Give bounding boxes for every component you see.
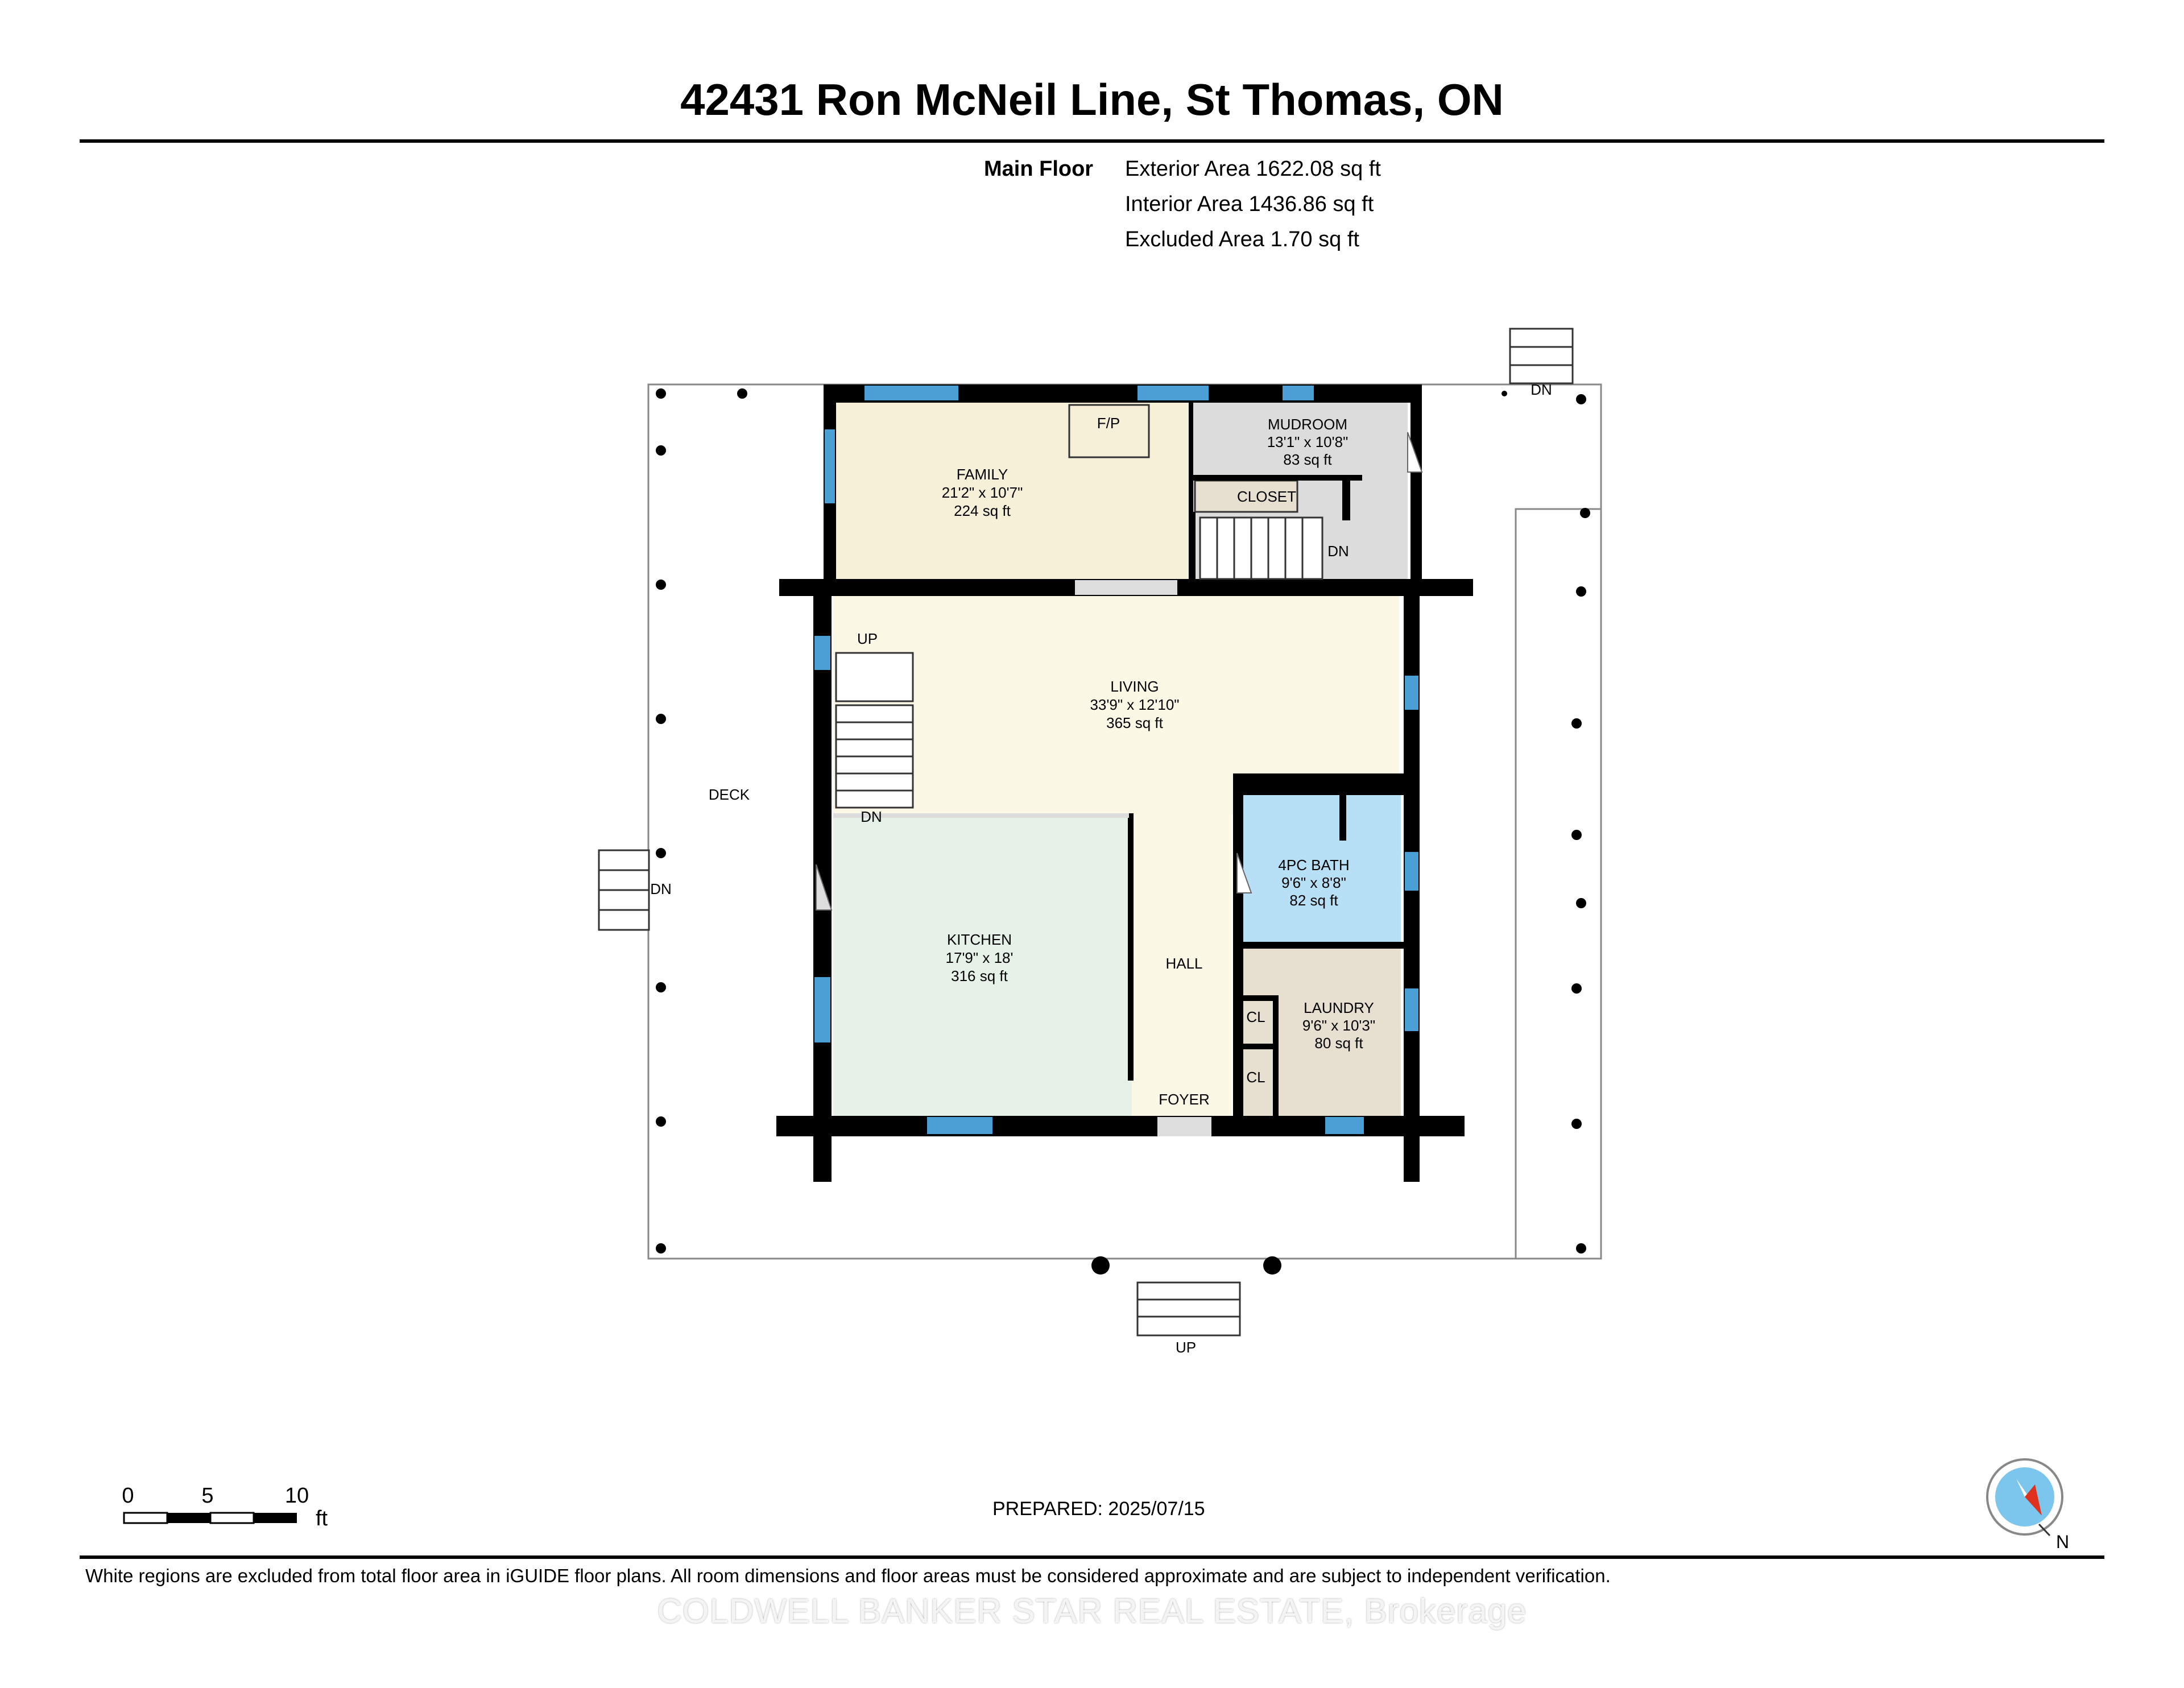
windows <box>814 386 1418 1134</box>
brokerage-watermark: COLDWELL BANKER STAR REAL ESTATE, Broker… <box>657 1592 1527 1630</box>
family-dims: 21'2" x 10'7" <box>942 484 1023 501</box>
kitchen <box>833 814 1132 1116</box>
page-title: 42431 Ron McNeil Line, St Thomas, ON <box>680 75 1504 125</box>
excluded-area: Excluded Area 1.70 sq ft <box>1125 227 1359 251</box>
kitchen-dims: 17'9" x 18' <box>946 949 1014 966</box>
compass-icon: N <box>1986 1458 2069 1552</box>
cl2-name: CL <box>1246 1069 1265 1086</box>
foyer-name: FOYER <box>1159 1091 1210 1108</box>
scale-5: 5 <box>201 1484 213 1508</box>
scale-unit: ft <box>316 1507 328 1530</box>
closet-name: CLOSET <box>1237 488 1296 505</box>
family-area: 224 sq ft <box>954 502 1011 519</box>
interior-area: Interior Area 1436.86 sq ft <box>1125 192 1374 216</box>
bath-dims: 9'6" x 8'8" <box>1281 874 1346 891</box>
disclaimer: White regions are excluded from total fl… <box>85 1565 1611 1586</box>
exterior-area: Exterior Area 1622.08 sq ft <box>1125 157 1381 181</box>
floor-label: Main Floor <box>984 157 1094 181</box>
mudroom-area: 83 sq ft <box>1283 451 1332 468</box>
fireplace <box>1068 404 1150 458</box>
prepared-date: PREPARED: 2025/07/15 <box>992 1498 1205 1520</box>
deck-north-dn-label: DN <box>1531 381 1552 398</box>
footer-divider <box>80 1555 2104 1559</box>
room-labels: FAMILY 21'2" x 10'7" 224 sq ft MUDROOM 1… <box>650 381 1552 1356</box>
scale-0: 0 <box>122 1484 134 1508</box>
hall-name: HALL <box>1165 955 1202 972</box>
closet <box>1194 479 1298 513</box>
deck-name: DECK <box>709 786 750 803</box>
hall <box>1132 814 1231 1116</box>
bath <box>1243 795 1401 942</box>
living-area: 365 sq ft <box>1106 714 1164 731</box>
scale-10: 10 <box>285 1484 309 1508</box>
doors <box>816 432 1423 1136</box>
mudroom-dims: 13'1" x 10'8" <box>1267 433 1349 450</box>
living-name: LIVING <box>1110 678 1159 695</box>
stairs <box>598 328 1574 1337</box>
laundry-area: 80 sq ft <box>1314 1035 1363 1052</box>
stair-dn-label: DN <box>861 808 882 825</box>
bath-name: 4PC BATH <box>1278 857 1349 874</box>
front-up-label: UP <box>1176 1339 1196 1356</box>
stair-up-label: UP <box>857 630 878 647</box>
family-name: FAMILY <box>957 466 1008 483</box>
kitchen-name: KITCHEN <box>947 931 1012 948</box>
mudroom-stair-dn-label: DN <box>1327 543 1349 560</box>
kitchen-area: 316 sq ft <box>951 967 1008 984</box>
fireplace-name: F/P <box>1097 415 1120 432</box>
mudroom-name: MUDROOM <box>1268 416 1347 433</box>
laundry-dims: 9'6" x 10'3" <box>1302 1017 1375 1034</box>
living-dims: 33'9" x 12'10" <box>1090 696 1179 713</box>
laundry-name: LAUNDRY <box>1304 999 1374 1016</box>
header-divider <box>80 139 2104 143</box>
deck-west-dn-label: DN <box>650 880 672 897</box>
scale-bar: 0 5 10 ft <box>122 1484 328 1530</box>
laundry <box>1243 949 1401 1116</box>
bath-area: 82 sq ft <box>1289 892 1338 909</box>
compass-label: N <box>2056 1532 2069 1552</box>
cl1-name: CL <box>1246 1008 1265 1025</box>
